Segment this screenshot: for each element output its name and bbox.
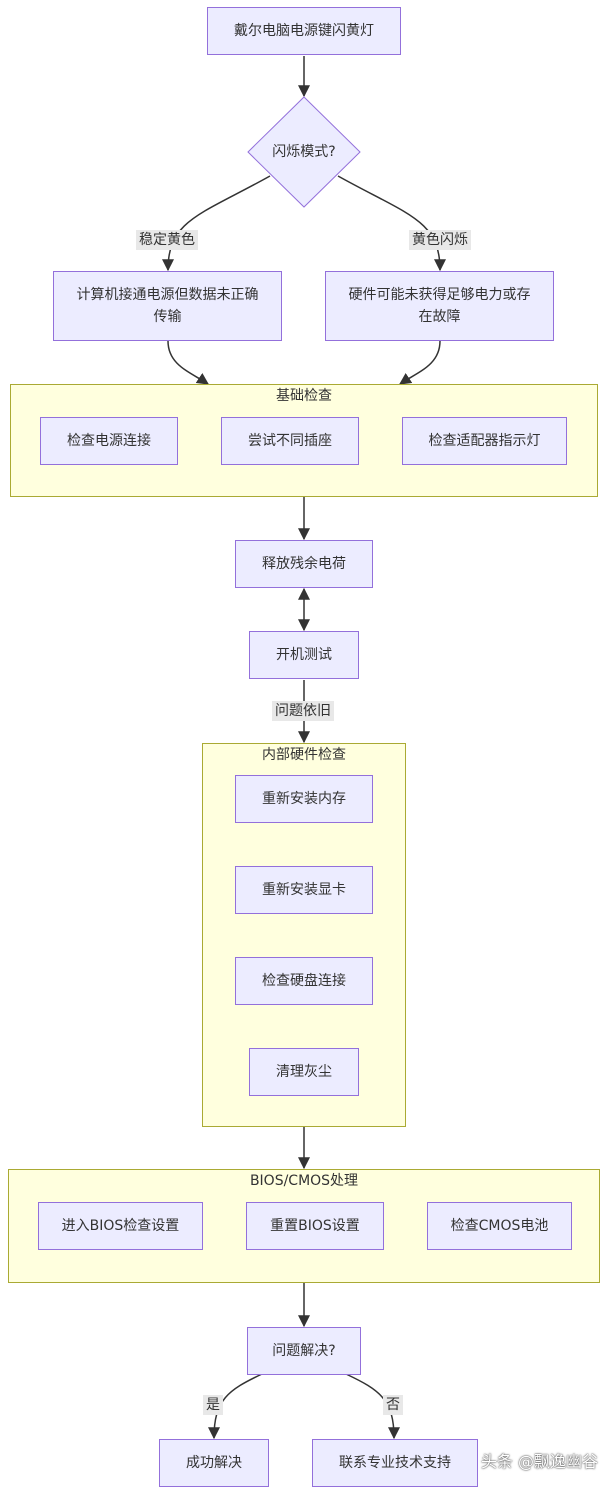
- node-success: 成功解决: [159, 1439, 269, 1487]
- edge-label-no: 否: [383, 1395, 403, 1415]
- node-check-cmos: 检查CMOS电池: [427, 1202, 572, 1250]
- edge-label-yes: 是: [203, 1395, 223, 1415]
- node-reseat-ram: 重新安装内存: [235, 775, 373, 823]
- node-boot-test-label: 开机测试: [276, 647, 332, 663]
- node-reseat-gpu: 重新安装显卡: [235, 866, 373, 914]
- node-decision-solved-label: 问题解决?: [272, 1343, 336, 1359]
- node-check-disk-label: 检查硬盘连接: [262, 973, 346, 989]
- node-start-label: 戴尔电脑电源键闪黄灯: [234, 23, 374, 39]
- node-reseat-gpu-label: 重新安装显卡: [262, 882, 346, 898]
- edge-solved-success: [208, 1373, 263, 1440]
- node-release-charge-label: 释放残余电荷: [262, 556, 346, 572]
- node-decision-blink: 闪烁模式?: [254, 142, 354, 162]
- node-blink-cause: 硬件可能未获得足够电力或存在故障: [325, 271, 554, 341]
- node-enter-bios: 进入BIOS检查设置: [38, 1202, 203, 1250]
- node-check-cmos-label: 检查CMOS电池: [450, 1218, 549, 1234]
- node-success-label: 成功解决: [186, 1455, 242, 1471]
- node-release-charge: 释放残余电荷: [235, 540, 373, 588]
- node-blink-cause-label: 硬件可能未获得足够电力或存在故障: [348, 287, 531, 325]
- cluster-bios-title: BIOS/CMOS处理: [249, 1173, 359, 1189]
- node-start: 戴尔电脑电源键闪黄灯: [207, 7, 401, 55]
- node-check-adapter: 检查适配器指示灯: [402, 417, 567, 465]
- edge-decision-steady: [162, 175, 271, 272]
- edge-label-blinking: 黄色闪烁: [409, 230, 471, 250]
- node-reseat-ram-label: 重新安装内存: [262, 791, 346, 807]
- node-boot-test: 开机测试: [249, 631, 359, 679]
- node-clean-dust-label: 清理灰尘: [276, 1064, 332, 1080]
- edge-decision-blink: [337, 175, 446, 272]
- node-contact-support-label: 联系专业技术支持: [339, 1455, 451, 1471]
- node-steady-cause-label: 计算机接通电源但数据未正确传输: [76, 287, 259, 325]
- node-reset-bios-label: 重置BIOS设置: [270, 1218, 360, 1234]
- decision-diamond-blink: [247, 96, 361, 208]
- cluster-basic-check-title: 基础检查: [276, 388, 332, 404]
- cluster-internal-check-title: 内部硬件检查: [262, 747, 346, 763]
- node-clean-dust: 清理灰尘: [249, 1048, 359, 1096]
- node-check-adapter-label: 检查适配器指示灯: [428, 433, 541, 449]
- edge-solved-support: [345, 1373, 400, 1440]
- node-steady-cause: 计算机接通电源但数据未正确传输: [53, 271, 282, 341]
- node-contact-support: 联系专业技术支持: [312, 1439, 478, 1487]
- edge-blink-basic: [399, 340, 441, 385]
- edge-label-steady: 稳定黄色: [136, 230, 198, 250]
- node-reset-bios: 重置BIOS设置: [246, 1202, 384, 1250]
- node-check-power: 检查电源连接: [40, 417, 178, 465]
- node-check-disk: 检查硬盘连接: [235, 957, 373, 1005]
- node-enter-bios-label: 进入BIOS检查设置: [61, 1218, 180, 1234]
- edge-label-still-issue: 问题依旧: [272, 701, 334, 721]
- watermark: 头条 @飘逸幽谷: [480, 1452, 598, 1471]
- node-check-power-label: 检查电源连接: [67, 433, 151, 449]
- node-try-socket: 尝试不同插座: [221, 417, 359, 465]
- node-decision-solved: 问题解决?: [247, 1327, 361, 1375]
- edge-steady-basic: [167, 340, 209, 385]
- node-decision-blink-label: 闪烁模式?: [272, 144, 336, 160]
- node-try-socket-label: 尝试不同插座: [248, 433, 332, 449]
